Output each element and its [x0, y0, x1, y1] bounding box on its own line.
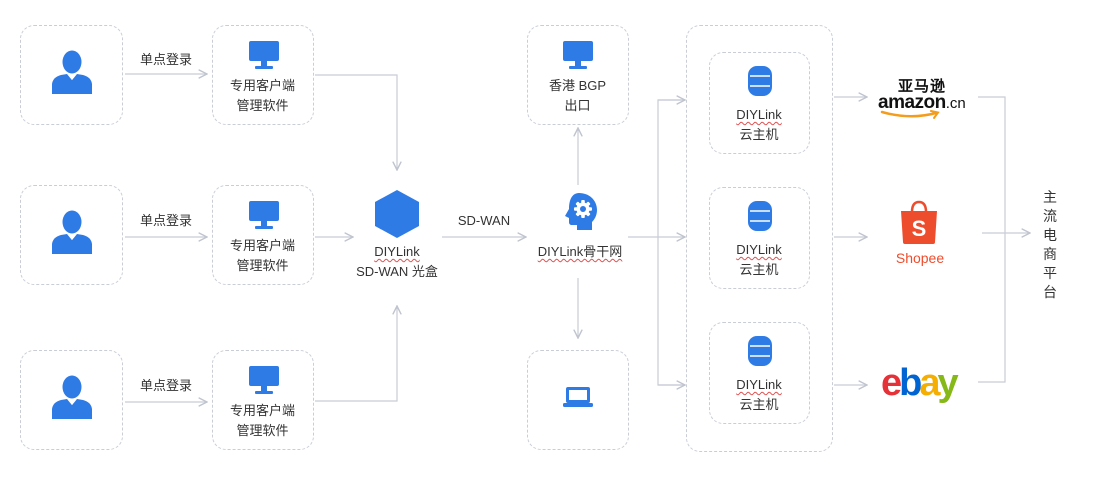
client-node-1[interactable]: 专用客户端 管理软件 [212, 25, 314, 125]
cloud-host-label-line2: 云主机 [739, 262, 779, 277]
monitor-icon [563, 41, 593, 69]
hk-bgp-label-line1: 香港 BGP [548, 78, 607, 93]
cloud-host-label-line1: DIYLink [736, 377, 782, 392]
user-node-1[interactable] [20, 25, 123, 125]
sdwan-link-label: SD-WAN [457, 213, 511, 228]
client-label-line2: 管理软件 [236, 98, 289, 113]
sso-label-3: 单点登录 [139, 378, 192, 393]
amazon-cn-logo: 亚马逊 amazon.cn [876, 78, 976, 122]
platform-bracket [978, 96, 1006, 383]
amazon-word: amazon [878, 92, 946, 113]
user-node-3[interactable] [20, 350, 123, 450]
sdwan-box-label-line1: DIYLink [374, 244, 420, 259]
amazon-smile-icon [880, 110, 940, 119]
client-label-line1: 专用客户端 [229, 78, 295, 93]
platform-title: 主流电商平台 [1043, 189, 1057, 300]
laptop-node[interactable] [527, 350, 629, 450]
arrow-client3-sdwan [315, 306, 397, 402]
svg-text:S: S [912, 216, 927, 241]
amazon-suffix: .cn [945, 95, 966, 112]
monitor-icon [249, 366, 279, 394]
sdwan-box-icon[interactable] [374, 189, 420, 239]
sdwan-box-label-line2: SD-WAN 光盒 [356, 264, 438, 279]
ebay-letter-a: a [919, 362, 940, 404]
ebay-letter-e: e [881, 362, 902, 404]
client-label-line1: 专用客户端 [229, 238, 295, 253]
laptop-icon [563, 387, 593, 407]
client-label-line2: 管理软件 [236, 258, 289, 273]
sso-label-1: 单点登录 [139, 52, 192, 67]
client-label-line1: 专用客户端 [229, 403, 295, 418]
user-node-2[interactable] [20, 185, 123, 285]
monitor-icon [249, 41, 279, 69]
user-icon [52, 50, 92, 94]
cloud-host-label-line1: DIYLink [736, 242, 782, 257]
client-node-2[interactable]: 专用客户端 管理软件 [212, 185, 314, 285]
cloud-bracket [657, 99, 684, 386]
ebay-logo: ebay [881, 361, 959, 405]
shopee-label: Shopee [895, 250, 945, 266]
cloud-host-node-2[interactable]: DIYLink 云主机 [709, 187, 810, 289]
cloud-host-node-1[interactable]: DIYLink 云主机 [709, 52, 810, 154]
hk-bgp-node[interactable]: 香港 BGP 出口 [527, 25, 629, 125]
cloud-host-label-line1: DIYLink [736, 107, 782, 122]
shopee-bag-icon: S [901, 200, 937, 244]
cloud-host-label-line2: 云主机 [739, 127, 779, 142]
backbone-label: DIYLink骨干网 [537, 244, 623, 259]
database-icon [748, 201, 772, 231]
database-icon [748, 66, 772, 96]
ebay-letter-b: b [899, 362, 922, 404]
database-icon [748, 336, 772, 366]
cloud-host-label-line2: 云主机 [739, 397, 779, 412]
amazon-cn-chinese: 亚马逊 [898, 78, 947, 95]
hk-bgp-label-line2: 出口 [564, 98, 591, 113]
cloud-host-node-3[interactable]: DIYLink 云主机 [709, 322, 810, 424]
client-node-3[interactable]: 专用客户端 管理软件 [212, 350, 314, 450]
user-icon [52, 210, 92, 254]
user-icon [52, 375, 92, 419]
arrow-client1-sdwan [315, 74, 397, 170]
brain-gear-icon[interactable] [563, 191, 599, 231]
client-label-line2: 管理软件 [236, 423, 289, 438]
ebay-letter-y: y [937, 362, 959, 404]
sso-label-2: 单点登录 [139, 213, 192, 228]
monitor-icon [249, 201, 279, 229]
